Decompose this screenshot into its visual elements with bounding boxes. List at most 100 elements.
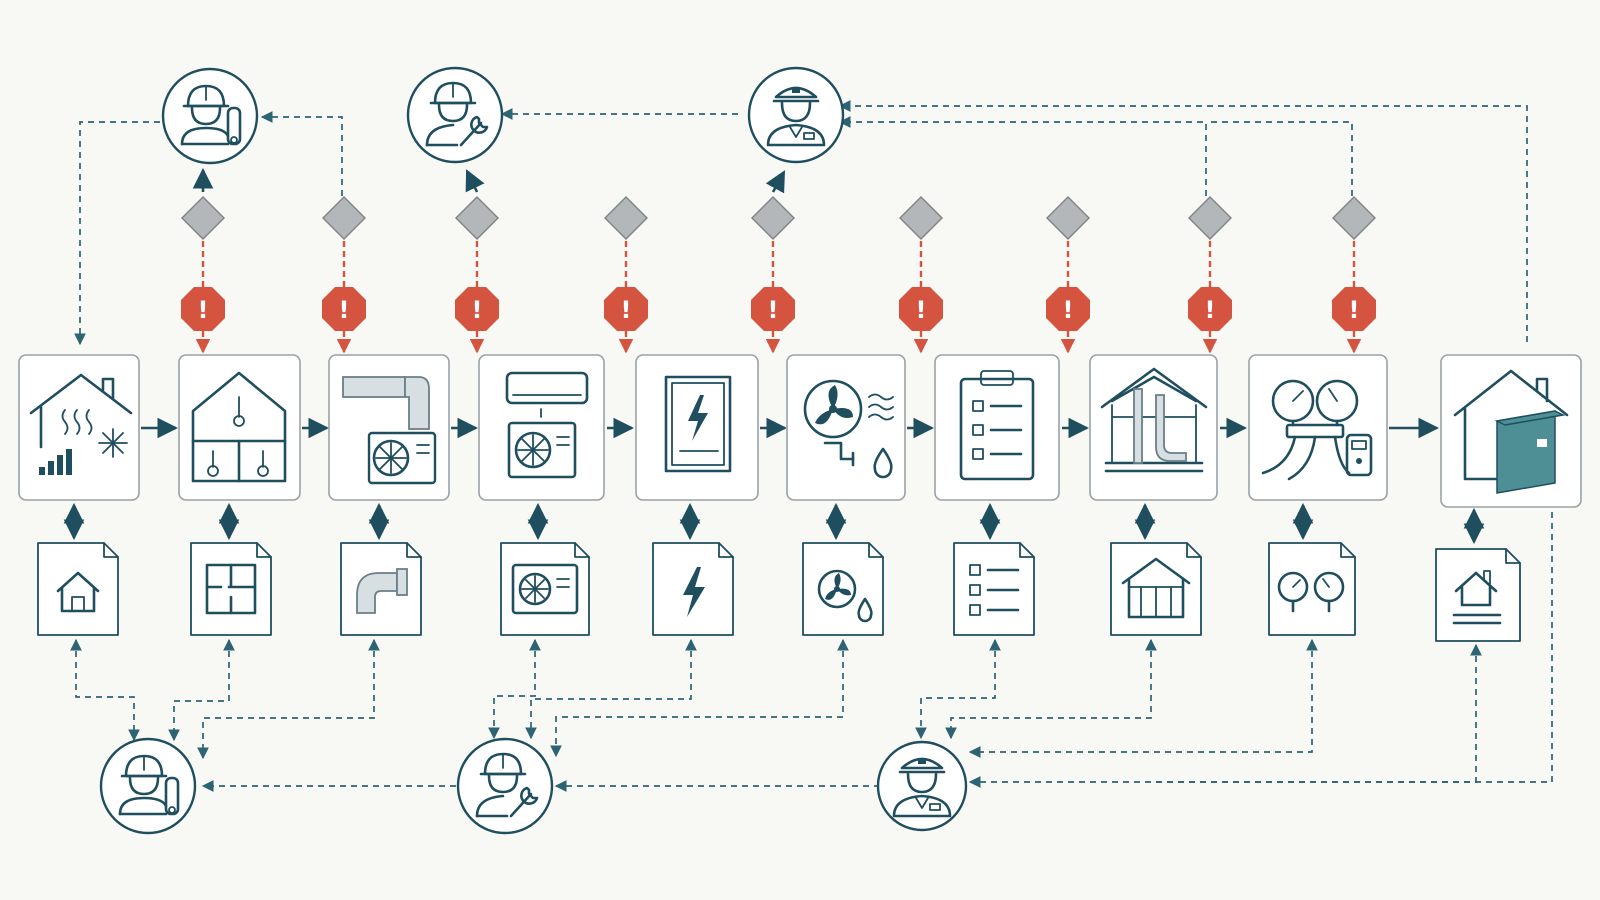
connector-doc1-engineer <box>70 638 140 742</box>
outdoor-unit-doc-icon <box>511 563 579 615</box>
role-engineer-bottom[interactable] <box>99 737 197 835</box>
checklist-clipboard-icon <box>959 370 1035 481</box>
house-framing-pipes-icon <box>1100 367 1208 473</box>
warning-icon <box>455 287 499 331</box>
warning-icon <box>322 287 366 331</box>
house-frame-doc-icon <box>1121 557 1191 619</box>
house-heating-cooling-icon <box>29 373 133 475</box>
process-step-6[interactable] <box>786 354 906 501</box>
inspector-officer-icon <box>892 757 952 818</box>
gate3-to-technician-arrow <box>465 169 485 193</box>
document-card-2[interactable] <box>190 542 272 636</box>
process-step-4[interactable] <box>478 354 605 501</box>
process-steps <box>18 354 1582 508</box>
role-technician-top[interactable] <box>406 66 504 164</box>
document-card-3[interactable] <box>340 542 422 636</box>
connector-doc9-inspector <box>968 638 1318 758</box>
warning-marker-3: ! <box>455 287 499 331</box>
dashed-connectors <box>70 100 1553 792</box>
role-engineer-top[interactable] <box>161 67 259 165</box>
warning-icon <box>751 287 795 331</box>
process-step-1[interactable] <box>18 354 140 501</box>
warning-marker-2: ! <box>322 287 366 331</box>
connector-doc6-technician <box>550 638 849 758</box>
gauges-doc-icon <box>1277 571 1345 613</box>
inspector-officer-icon <box>766 86 826 147</box>
role-inspector-top[interactable] <box>747 66 845 164</box>
process-step-8[interactable] <box>1089 354 1218 501</box>
house-certificate-doc-icon <box>1452 570 1502 625</box>
warning-symbol: ! <box>1349 296 1360 324</box>
warning-symbol: ! <box>916 296 927 324</box>
document-card-10[interactable] <box>1435 548 1521 642</box>
role-inspector-bottom[interactable] <box>876 740 968 832</box>
document-card-8[interactable] <box>1110 542 1202 636</box>
document-card-6[interactable] <box>802 542 884 636</box>
technician-with-wrench-icon <box>425 81 489 147</box>
electrical-panel-icon <box>664 375 732 473</box>
gate-diamond-2 <box>322 196 366 240</box>
warning-icon <box>181 287 225 331</box>
checklist-doc-icon <box>969 564 1020 616</box>
fan-drop-doc-icon <box>817 569 873 623</box>
warning-marker-9: ! <box>1332 287 1376 331</box>
gates-and-warnings: ! ! ! ! ! ! ! ! <box>181 167 1376 354</box>
connector-step10-to-inspector <box>838 100 1528 342</box>
connector-step10-inspector-return <box>968 512 1553 788</box>
connector-doc4-technician <box>488 638 541 740</box>
warning-symbol: ! <box>768 296 779 324</box>
document-card-9[interactable] <box>1268 542 1356 636</box>
duct-outdoor-unit-icon <box>342 376 437 485</box>
role-avatars <box>99 66 968 835</box>
gate-diamond-8 <box>1188 196 1232 240</box>
warning-symbol: ! <box>472 296 483 324</box>
split-ac-unit-icon <box>505 371 589 479</box>
warning-icon <box>1046 287 1090 331</box>
warning-marker-7: ! <box>1046 287 1090 331</box>
warning-marker-1: ! <box>181 287 225 331</box>
warning-symbol: ! <box>339 296 350 324</box>
warning-symbol: ! <box>1205 296 1216 324</box>
connector-engineer-to-step1 <box>74 121 160 346</box>
duct-elbow-doc-icon <box>356 568 408 614</box>
document-cards <box>37 542 1521 642</box>
warning-marker-5: ! <box>751 287 795 331</box>
connector-doc10-inspector <box>1152 643 1482 783</box>
technician-with-wrench-icon <box>475 752 539 818</box>
lightning-doc-icon <box>683 567 705 617</box>
pressure-gauges-icon <box>1261 379 1373 481</box>
process-step-9[interactable] <box>1248 354 1388 501</box>
process-step-5[interactable] <box>635 354 759 501</box>
connector-gate9-to-inspector <box>1206 121 1353 196</box>
house-doc-icon <box>56 571 100 613</box>
process-step-10[interactable] <box>1440 354 1582 508</box>
warning-icon <box>1332 287 1376 331</box>
gate-diamond-7 <box>1046 196 1090 240</box>
connector-gate2-to-engineer <box>260 111 343 196</box>
connector-doc5-technician <box>525 638 697 740</box>
process-step-3[interactable] <box>328 354 450 501</box>
gate-diamond-9 <box>1332 196 1376 240</box>
house-handover-package-icon <box>1453 369 1569 494</box>
document-card-7[interactable] <box>953 542 1035 636</box>
gate-diamond-6 <box>899 196 943 240</box>
gate-diamond-3 <box>455 196 499 240</box>
document-card-1[interactable] <box>37 542 119 636</box>
gate-diamond-1 <box>181 196 225 240</box>
role-technician-bottom[interactable] <box>456 737 554 835</box>
fan-drain-icon <box>803 379 894 479</box>
process-step-7[interactable] <box>934 354 1060 501</box>
connector-doc2-engineer <box>168 638 235 742</box>
gate5-to-inspector-arrow <box>765 170 786 194</box>
warning-icon <box>1188 287 1232 331</box>
document-card-5[interactable] <box>652 542 734 636</box>
document-card-4[interactable] <box>500 542 590 636</box>
engineer-with-plans-icon <box>118 754 180 816</box>
gate-diamond-5 <box>751 196 795 240</box>
gate-diamond-4 <box>604 196 648 240</box>
process-step-2[interactable] <box>178 354 301 501</box>
connector-doc3-engineer <box>197 638 380 760</box>
engineer-with-plans-icon <box>180 84 242 146</box>
warning-symbol: ! <box>1063 296 1074 324</box>
